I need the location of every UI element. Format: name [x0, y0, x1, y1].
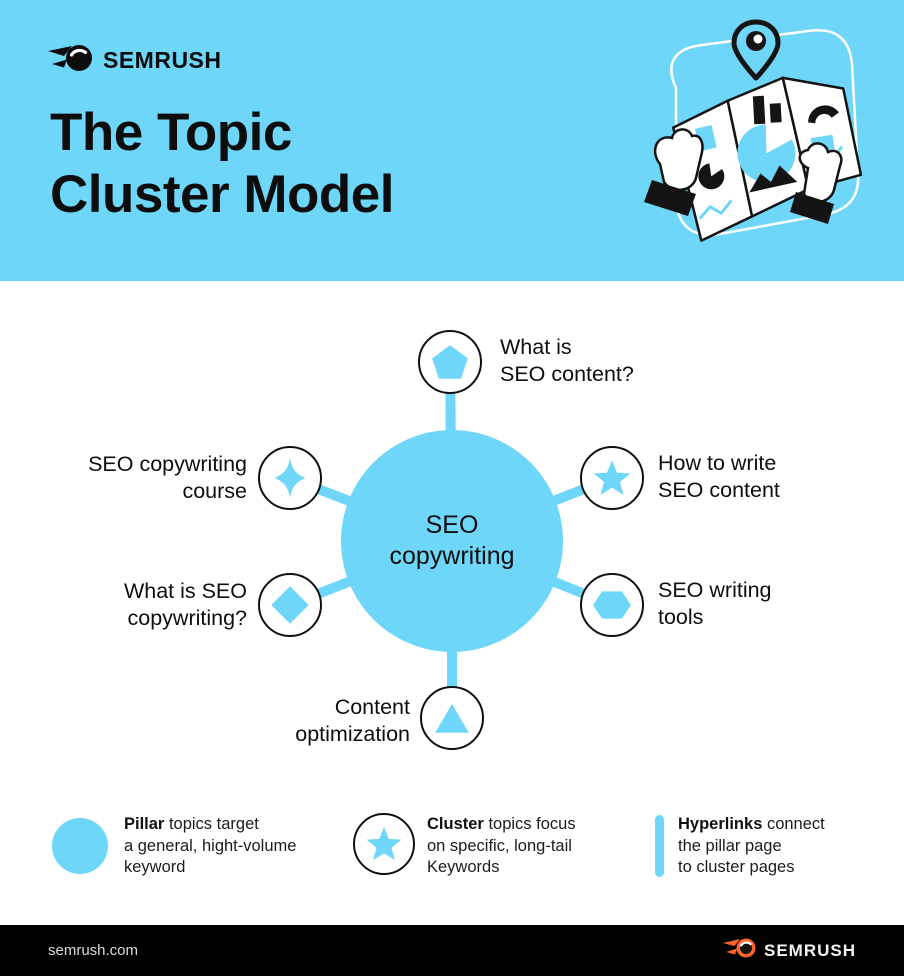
- location-pin-icon: [731, 19, 781, 81]
- node-label-seo-writing-tools: SEO writing tools: [658, 578, 772, 629]
- triangle-icon: [431, 697, 473, 739]
- pillar-hub-circle: SEO copywriting: [341, 430, 563, 652]
- footer: semrush.com SEMRUSH: [0, 925, 904, 976]
- cluster-node-what-is-seo-content: [418, 330, 482, 394]
- cluster-node-seo-writing-tools: [580, 573, 644, 637]
- cluster-node-content-optimization: [420, 686, 484, 750]
- star-icon: [591, 457, 633, 499]
- semrush-comet-icon: [48, 44, 94, 77]
- cluster-node-seo-copywriting-course: [258, 446, 322, 510]
- node-label-seo-copywriting-course: SEO copywriting course: [88, 452, 247, 503]
- cluster-node-what-is-seo-copywriting: [258, 573, 322, 637]
- hexagon-icon: [591, 584, 633, 626]
- header: SEMRUSH The Topic Cluster Model: [0, 0, 904, 281]
- legend-item-hyperlinks: Hyperlinks connect the pillar page to cl…: [678, 815, 825, 876]
- diamond-icon: [268, 583, 312, 627]
- pillar-circle-icon: [52, 818, 108, 874]
- right-hand: [790, 142, 843, 224]
- brand-wordmark: SEMRUSH: [103, 47, 222, 73]
- node-label-content-optimization: Content optimization: [295, 695, 410, 746]
- hub-label-line1: SEO: [425, 511, 479, 539]
- footer-brand-wordmark: SEMRUSH: [763, 940, 856, 960]
- node-label-how-to-write: How to write SEO content: [658, 451, 780, 502]
- map-hands-illustration: [642, 16, 882, 250]
- sparkle-icon: [268, 456, 312, 500]
- node-label-what-is-seo-copywriting: What is SEO copywriting?: [123, 579, 247, 630]
- left-hand: [644, 128, 704, 216]
- cluster-star-icon: [353, 813, 415, 875]
- hyperlink-bar-icon: [655, 815, 664, 877]
- pentagon-icon: [429, 341, 471, 383]
- legend-item-cluster: Cluster topics focus on specific, long-t…: [427, 815, 576, 876]
- node-label-what-is-seo-content: What is SEO content?: [500, 335, 634, 386]
- title-line2: Cluster Model: [50, 165, 394, 224]
- legend-item-pillar: Pillar topics target a general, hight-vo…: [124, 815, 297, 876]
- semrush-comet-icon-orange: [722, 937, 757, 964]
- footer-url: semrush.com: [48, 942, 139, 959]
- title-line1: The Topic: [50, 103, 292, 162]
- hub-label-line2: copywriting: [389, 542, 515, 570]
- cluster-node-how-to-write: [580, 446, 644, 510]
- footer-semrush-logo: SEMRUSH: [722, 937, 856, 964]
- semrush-logo: SEMRUSH: [48, 44, 222, 77]
- page-title: The Topic Cluster Model: [50, 102, 394, 226]
